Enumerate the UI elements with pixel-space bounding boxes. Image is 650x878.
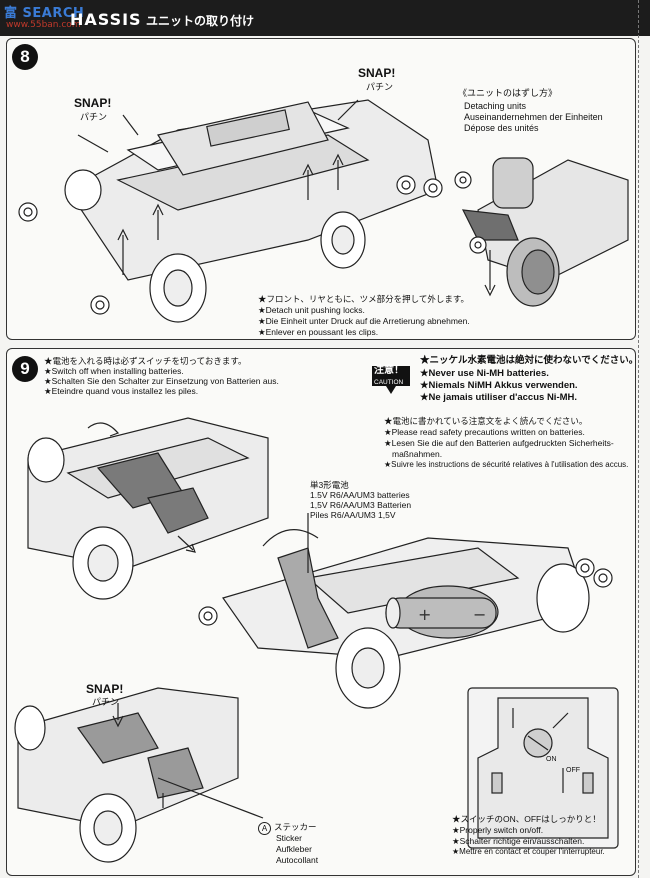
page-header: 富 SEARCH www.55ban.com HASSIS ユニットの取り付け <box>0 0 650 36</box>
caution-badge <box>372 366 410 394</box>
battery-label-de: 1,5V R6/AA/UM3 Batterien <box>310 500 412 510</box>
step-8-illustration <box>18 99 629 323</box>
switch-on-label: ON <box>546 756 557 763</box>
switch-tip-fr: ★Mettre en contact et couper l'interrupt… <box>452 847 605 856</box>
step-8-number: 8 <box>12 44 38 70</box>
switch-note-de: ★Schalten Sie den Schalter zur Einsetzun… <box>44 376 279 386</box>
watermark-logo: 富 SEARCH <box>4 6 85 21</box>
step-9-snap: SNAP! <box>86 682 124 696</box>
detach-title-jp: 《ユニットのはずし方》 <box>458 88 558 98</box>
read-note-de1: ★Lesen Sie die auf den Batterien aufgedr… <box>384 438 614 448</box>
step-8-snap-left-jp: パチン <box>80 112 108 122</box>
detach-title-en: Detaching units <box>464 101 527 111</box>
sticker-label-fr: Autocollant <box>276 855 319 865</box>
sticker-marker: A <box>258 822 271 835</box>
step-8-note-de: ★Die Einheit unter Druck auf die Arretie… <box>258 316 470 326</box>
nimh-warning-jp: ★ニッケル水素電池は絶対に使わないでください。 <box>420 355 639 366</box>
cut-line <box>638 0 640 878</box>
sticker-label-de: Aufkleber <box>276 844 312 854</box>
switch-tip-en: ★Properly switch on/off. <box>452 825 544 835</box>
read-note-fr: ★Suivre les instructions de sécurité rel… <box>384 460 629 469</box>
nimh-warning-en: ★Never use Ni-MH batteries. <box>420 368 549 379</box>
battery-label-jp: 単3形電池 <box>310 480 349 490</box>
detach-title-de: Auseinandernehmen der Einheiten <box>464 112 603 122</box>
svg-text:+: + <box>418 605 431 624</box>
switch-off-label: OFF <box>566 767 580 774</box>
detach-title-fr: Dépose des unités <box>464 123 539 133</box>
switch-tip-de: ★Schalter richtige ein/ausschalten. <box>452 836 585 846</box>
nimh-warning-de: ★Niemals NiMH Akkus verwenden. <box>420 380 578 391</box>
step-9-illustration: + − <box>14 417 619 863</box>
watermark-url: www.55ban.com <box>6 20 81 30</box>
step-8-snap-left: SNAP! <box>74 96 112 110</box>
section-title: HASSIS <box>70 10 142 29</box>
step-8-snap-right-jp: パチン <box>366 82 394 92</box>
read-note-en: ★Please read safety precautions written … <box>384 427 585 437</box>
step-9-number: 9 <box>12 356 38 382</box>
step-8-note-en: ★Detach unit pushing locks. <box>258 305 365 315</box>
nimh-warning-fr: ★Ne jamais utiliser d'accus Ni-MH. <box>420 392 578 403</box>
switch-note-jp: ★電池を入れる時は必ずスイッチを切っておきます。 <box>44 356 247 366</box>
svg-text:−: − <box>473 605 486 624</box>
read-note-jp: ★電池に書かれている注意文をよく読んでください。 <box>384 416 588 426</box>
section-subtitle: ユニットの取り付け <box>146 14 255 28</box>
switch-note-fr: ★Eteindre quand vous installez les piles… <box>44 386 199 396</box>
switch-tip-jp: ★スイッチのON、OFFはしっかりと！ <box>452 814 601 824</box>
read-note-de2: maßnahmen. <box>392 449 443 459</box>
step-8-snap-right: SNAP! <box>358 66 396 80</box>
step-8-note-jp: ★フロント、リヤともに、ツメ部分を押して外します。 <box>258 294 469 304</box>
battery-label-fr: Piles R6/AA/UM3 1,5V <box>310 510 396 520</box>
switch-note-en: ★Switch off when installing batteries. <box>44 366 184 376</box>
step-9-snap-jp: パチン <box>92 697 120 707</box>
sticker-label-jp: ステッカー <box>274 822 317 832</box>
battery-label-en: 1.5V R6/AA/UM3 batteries <box>310 490 410 500</box>
sticker-label-en: Sticker <box>276 833 302 843</box>
step-8-note-fr: ★Enlever en poussant les clips. <box>258 327 379 337</box>
caution-label-jp: 注意！ <box>374 365 404 376</box>
caution-label-en: CAUTION <box>374 379 404 386</box>
